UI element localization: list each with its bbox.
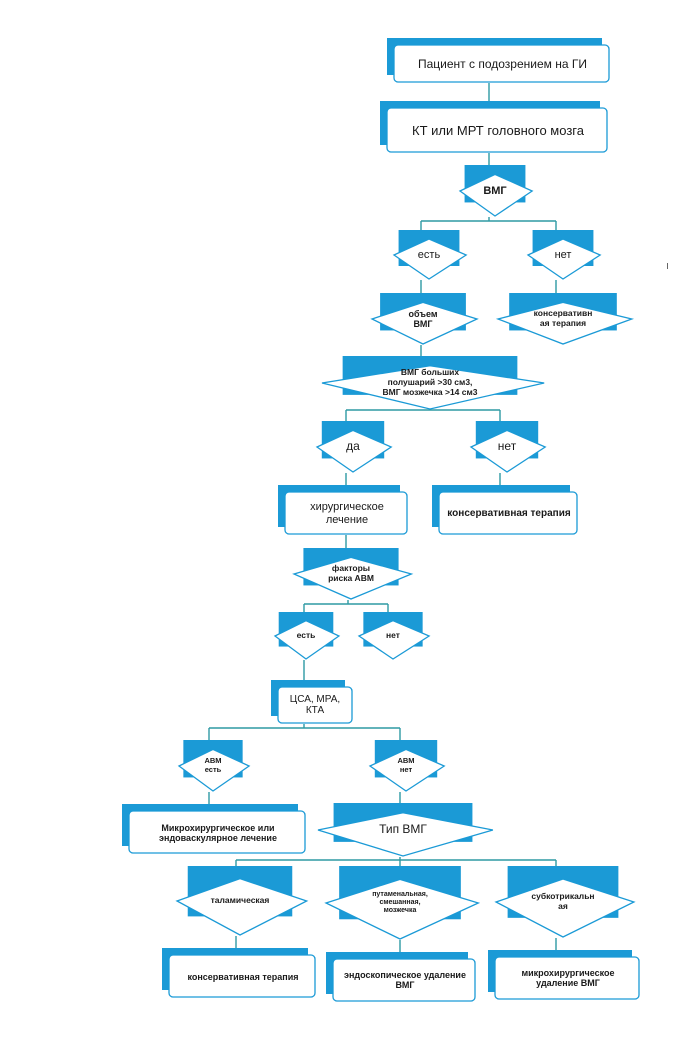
microsurgical-node: микрохирургическое удаление ВМГ	[488, 950, 640, 1000]
node-shape	[387, 38, 610, 83]
avm-yes-decision: АВМ есть	[175, 740, 251, 792]
avm-risk-decision: факторы риска АВМ	[290, 548, 414, 600]
node-shape	[458, 165, 534, 217]
node-shape	[175, 866, 309, 936]
node-shape	[292, 548, 414, 600]
node-shape	[315, 421, 393, 473]
yes-label: да	[346, 439, 360, 454]
volume-criteria-label: ВМГ больших полушарий >30 см3, ВМГ мозже…	[382, 367, 478, 397]
patient-label: Пациент с подозрением на ГИ	[418, 56, 587, 71]
volume-label: объем ВМГ	[408, 308, 438, 329]
node-shape	[177, 740, 251, 792]
avm-risk-label: факторы риска АВМ	[328, 563, 374, 583]
surgery-node: хирургическое лечение	[278, 485, 408, 535]
avm-no-decision: АВМ нет	[366, 740, 446, 792]
node-shape	[321, 356, 545, 410]
node-shape	[432, 485, 578, 535]
conservative-mid-node: консервативная терапия	[432, 485, 578, 535]
risk-yes-label: есть	[296, 630, 316, 641]
node-shape	[526, 230, 602, 280]
patient-node: Пациент с подозрением на ГИ	[387, 38, 610, 83]
conservative-small-decision: консервативн ая терапия	[494, 293, 635, 345]
conservative-bottom-node: консервативная терапия	[162, 948, 316, 998]
ivh-no-label: нет	[554, 248, 572, 261]
node-shape	[495, 293, 635, 345]
node-shape	[494, 866, 636, 938]
node-shape	[273, 612, 341, 660]
surgery-label: хирургическое лечение	[310, 501, 384, 526]
ivh-no-decision: нет	[524, 230, 602, 280]
imaging-label: КТ или МРТ головного мозга	[412, 122, 584, 138]
node-shape	[392, 230, 468, 280]
node-shape	[324, 866, 481, 940]
micro-or-endo-label: Микрохирургическое или эндоваскулярное л…	[159, 822, 277, 843]
ivh-type-decision: Тип ВМГ	[314, 803, 494, 857]
ivh-label: ВМГ	[483, 184, 507, 197]
endoscopic-node: эндоскопическое удаление ВМГ	[326, 952, 476, 1002]
endoscopic-label: эндоскопическое удаление ВМГ	[344, 969, 466, 990]
conservative-bottom-label: консервативная терапия	[187, 971, 299, 982]
subcortical-label: субкотрикальн ая	[531, 891, 595, 911]
thalamic-decision: таламическая	[173, 866, 309, 936]
node-shape	[368, 740, 446, 792]
putamenal-label: путаменальная, смешанная, мозжечка	[372, 890, 428, 915]
ivh-yes-label: есть	[417, 248, 441, 261]
stray-mark	[667, 263, 668, 269]
node-shape	[326, 952, 476, 1002]
risk-no-decision: нет	[355, 612, 431, 660]
node-shape	[357, 612, 431, 660]
putamenal-decision: путаменальная, смешанная, мозжечка	[322, 866, 481, 940]
ivh-yes-decision: есть	[390, 230, 468, 280]
node-shape	[271, 680, 353, 724]
conservative-small-label: консервативн ая терапия	[533, 308, 593, 328]
volume-decision: объем ВМГ	[368, 293, 479, 345]
avm-yes-label: АВМ есть	[204, 756, 222, 774]
microsurgical-label: микрохирургическое удаление ВМГ	[521, 967, 615, 988]
no-decision: нет	[467, 421, 547, 473]
node-shape	[162, 948, 316, 998]
yes-decision: да	[313, 421, 393, 473]
risk-yes-decision: есть	[271, 612, 341, 660]
node-shape	[278, 485, 408, 535]
node-shape	[469, 421, 547, 473]
no-label: нет	[497, 439, 517, 454]
node-shape	[317, 803, 494, 857]
imaging-node: КТ или МРТ головного мозга	[380, 101, 608, 153]
micro-or-endo-node: Микрохирургическое или эндоваскулярное л…	[122, 804, 306, 854]
node-shape	[488, 950, 640, 1000]
risk-no-label: нет	[386, 630, 400, 641]
ivh-decision: ВМГ	[456, 165, 534, 217]
conservative-mid-label: консервативная терапия	[447, 508, 571, 520]
ivh-type-label: Тип ВМГ	[379, 822, 427, 837]
node-shape	[380, 101, 608, 153]
avm-no-label: АВМ нет	[397, 756, 415, 774]
node-shape	[122, 804, 306, 854]
volume-criteria-decision: ВМГ больших полушарий >30 см3, ВМГ мозже…	[318, 356, 545, 410]
angio-label: ЦСА, МРА, КТА	[289, 693, 341, 717]
angio-node: ЦСА, МРА, КТА	[271, 680, 353, 724]
thalamic-label: таламическая	[210, 895, 270, 906]
subcortical-decision: субкотрикальн ая	[492, 866, 636, 938]
node-shape	[370, 293, 479, 345]
